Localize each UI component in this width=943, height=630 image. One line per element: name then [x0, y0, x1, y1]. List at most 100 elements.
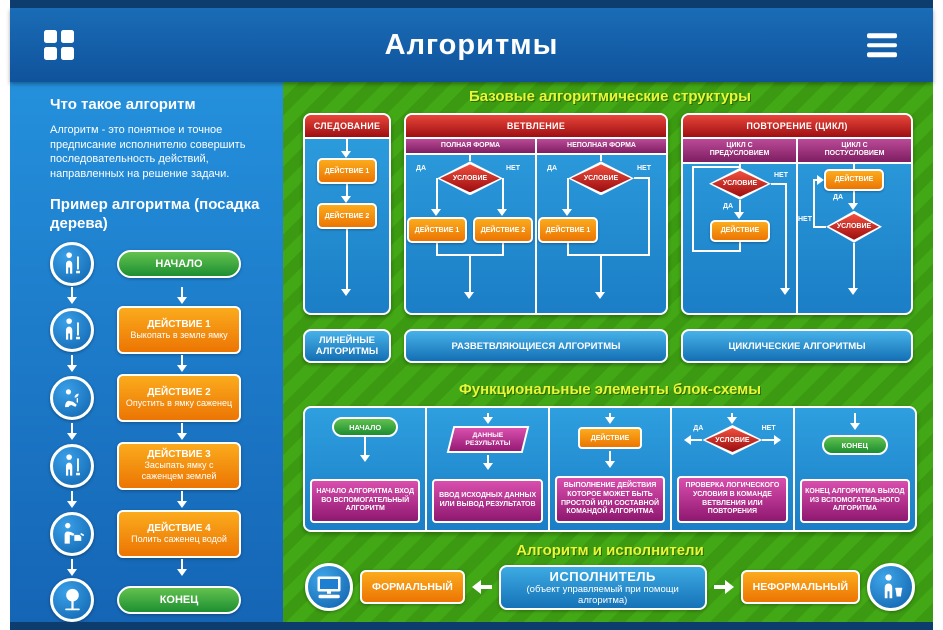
line	[813, 178, 815, 228]
formal-performer-box: ФОРМАЛЬНЫЙ	[360, 570, 465, 604]
planting-icon	[50, 375, 94, 420]
arrowhead	[497, 209, 507, 217]
flow-connectors	[50, 354, 265, 374]
line	[785, 182, 787, 288]
divider	[796, 163, 798, 313]
action-node-1: ДЕЙСТВИЕ 1 Выкопать в земле ямку	[117, 305, 241, 354]
digging-icon	[50, 307, 94, 352]
condition-label: УСЛОВИЕ	[829, 213, 879, 240]
flow-step-2: ДЕЙСТВИЕ 2 Опустить в ямку саженец	[50, 373, 265, 422]
data-symbol: ДАННЫЕ РЕЗУЛЬТАТЫ	[432, 413, 542, 473]
icon-bar	[867, 52, 897, 57]
action-rectangle: ДЕЙСТВИЕ	[578, 427, 643, 449]
about-title: Что такое алгоритм	[50, 96, 196, 113]
line	[502, 178, 504, 210]
label-no: НЕТ	[774, 171, 788, 179]
arrowhead	[177, 364, 187, 372]
line	[71, 286, 73, 297]
arrowhead	[684, 435, 692, 445]
sequence-panel: СЛЕДОВАНИЕ ДЕЙСТВИЕ 1 ДЕЙСТВИЕ 2	[303, 113, 391, 315]
arrowhead	[734, 211, 744, 219]
element-start: НАЧАЛО НАЧАЛО АЛГОРИТМА ВХОД ВО ВСПОМОГА…	[305, 408, 425, 530]
partial-form-header: НЕПОЛНАЯ ФОРМА	[537, 139, 666, 154]
flow-step-3: ДЕЙСТВИЕ 3 Засыпать ямку с саженцем земл…	[50, 441, 265, 490]
line	[853, 163, 855, 169]
flow-connectors	[50, 286, 265, 306]
line	[436, 254, 504, 257]
hamburger-menu-icon[interactable]	[867, 33, 897, 57]
flow-connectors	[50, 490, 265, 510]
line	[469, 256, 471, 293]
condition-symbol: УСЛОВИЕ ДА НЕТ	[677, 413, 787, 473]
executor-subtitle: (объект управляемый при помощи алгоритма…	[526, 583, 679, 606]
grid-menu-icon[interactable]	[44, 30, 74, 60]
line	[739, 199, 741, 212]
about-text: Алгоритм - это понятное и точное предпис…	[50, 123, 246, 181]
arrowhead	[848, 202, 858, 210]
label-yes: ДА	[547, 165, 558, 173]
arrowhead	[360, 455, 371, 462]
pre-condition-header: ЦИКЛ С ПРЕДУСЛОВИЕМ	[683, 139, 798, 162]
condition-label: УСЛОВИЕ	[571, 164, 631, 193]
action-box: ДЕЙСТВИЕ 1	[317, 158, 377, 184]
arrowhead	[67, 568, 77, 576]
line	[364, 437, 367, 455]
icon-square	[44, 30, 57, 43]
main: Базовые алгоритмические структуры СЛЕДОВ…	[283, 82, 933, 622]
branching-flowchart: УСЛОВИЕ ДА НЕТ ДЕЙСТВИЕ 1 ДЕЙСТВИЕ 2	[406, 155, 666, 313]
arrowhead	[341, 289, 351, 296]
line	[648, 177, 650, 257]
arrowhead	[177, 296, 187, 304]
flow-connectors	[50, 558, 265, 578]
action-title: ДЕЙСТВИЕ 1	[147, 318, 211, 330]
arrowhead	[482, 417, 493, 424]
action-box: ДЕЙСТВИЕ 2	[473, 217, 533, 244]
filling-soil-icon	[50, 443, 94, 488]
line	[739, 241, 741, 252]
line	[486, 455, 489, 463]
action-box: ДЕЙСТВИЕ	[824, 168, 884, 191]
branching-header: ВЕТВЛЕНИЕ	[406, 115, 666, 139]
condition-diamond: УСЛОВИЕ	[568, 161, 634, 195]
label-no: НЕТ	[761, 425, 776, 432]
line	[813, 225, 826, 228]
structures-panels: СЛЕДОВАНИЕ ДЕЙСТВИЕ 1 ДЕЙСТВИЕ 2 ЛИ	[303, 113, 917, 363]
arrowhead	[431, 209, 441, 217]
element-description: ВЫПОЛНЕНИЕ ДЕЙСТВИЯ КОТОРОЕ МОЖЕТ БЫТЬ П…	[554, 476, 666, 523]
arrowhead	[341, 151, 351, 158]
sequence-header: СЛЕДОВАНИЕ	[305, 115, 389, 139]
header: Алгоритмы	[10, 8, 933, 82]
line	[436, 243, 438, 257]
line	[853, 242, 855, 288]
line	[71, 354, 73, 365]
line	[762, 439, 774, 441]
arrowhead	[605, 461, 616, 468]
start-node: НАЧАЛО	[117, 249, 241, 278]
icon-bar	[867, 33, 897, 38]
arrowhead	[67, 296, 77, 304]
line	[181, 354, 183, 365]
arrowhead	[595, 292, 605, 300]
condition-label: УСЛОВИЕ	[712, 170, 768, 197]
executor-title: ИСПОЛНИТЕЛЬ	[549, 568, 656, 584]
arrowhead	[471, 580, 481, 594]
action-symbol: ДЕЙСТВИЕ	[555, 413, 665, 473]
sidebar: Что такое алгоритм Алгоритм - это понятн…	[10, 82, 283, 622]
arrowhead	[848, 287, 858, 295]
line	[181, 422, 183, 433]
post-condition-header: ЦИКЛ С ПОСТУСЛОВИЕМ	[798, 139, 911, 162]
condition-diamond: УСЛОВИЕ	[437, 161, 503, 195]
action-node-2: ДЕЙСТВИЕ 2 Опустить в ямку саженец	[117, 373, 241, 422]
arrow-left-icon	[471, 580, 492, 594]
element-description: КОНЕЦ АЛГОРИТМА ВЫХОД ИЗ ВСПОМОГАТЕЛЬНОГ…	[799, 479, 911, 523]
line	[853, 413, 856, 423]
data-label: ДАННЫЕ РЕЗУЛЬТАТЫ	[465, 431, 511, 447]
arrowhead	[605, 417, 616, 424]
element-condition: УСЛОВИЕ ДА НЕТ ПРОВЕРКА ЛОГИЧЕСКОГО УСЛО…	[670, 408, 792, 530]
label-no: НЕТ	[637, 165, 651, 173]
condition-diamond: УСЛОВИЕ	[702, 425, 762, 455]
condition-label: УСЛОВИЕ	[440, 164, 500, 193]
content: Что такое алгоритм Алгоритм - это понятн…	[10, 82, 933, 622]
tree-icon	[50, 577, 94, 622]
arrowhead	[177, 500, 187, 508]
